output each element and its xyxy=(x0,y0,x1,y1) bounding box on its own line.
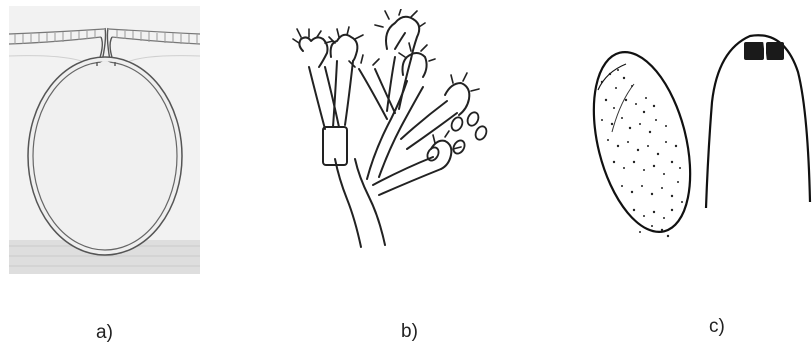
caption-b-label: b) xyxy=(401,322,418,341)
panel-a-illustration xyxy=(9,6,200,274)
perithecium-inner-wall xyxy=(33,62,177,250)
hyphal-tip xyxy=(706,35,810,208)
panel-a-drawing xyxy=(9,6,200,274)
apical-body-left xyxy=(744,42,764,60)
panel-b-illustration xyxy=(283,9,505,265)
apical-body-right xyxy=(766,42,784,60)
panel-c-drawing xyxy=(572,12,812,255)
caption-a-label: a) xyxy=(96,323,113,342)
panel-b-drawing xyxy=(283,9,505,265)
caption-c-label: c) xyxy=(709,317,725,336)
spore-body xyxy=(577,42,707,242)
panel-c-illustration xyxy=(572,12,812,255)
conidia xyxy=(425,111,488,163)
conidiophore-stalk xyxy=(335,159,361,247)
